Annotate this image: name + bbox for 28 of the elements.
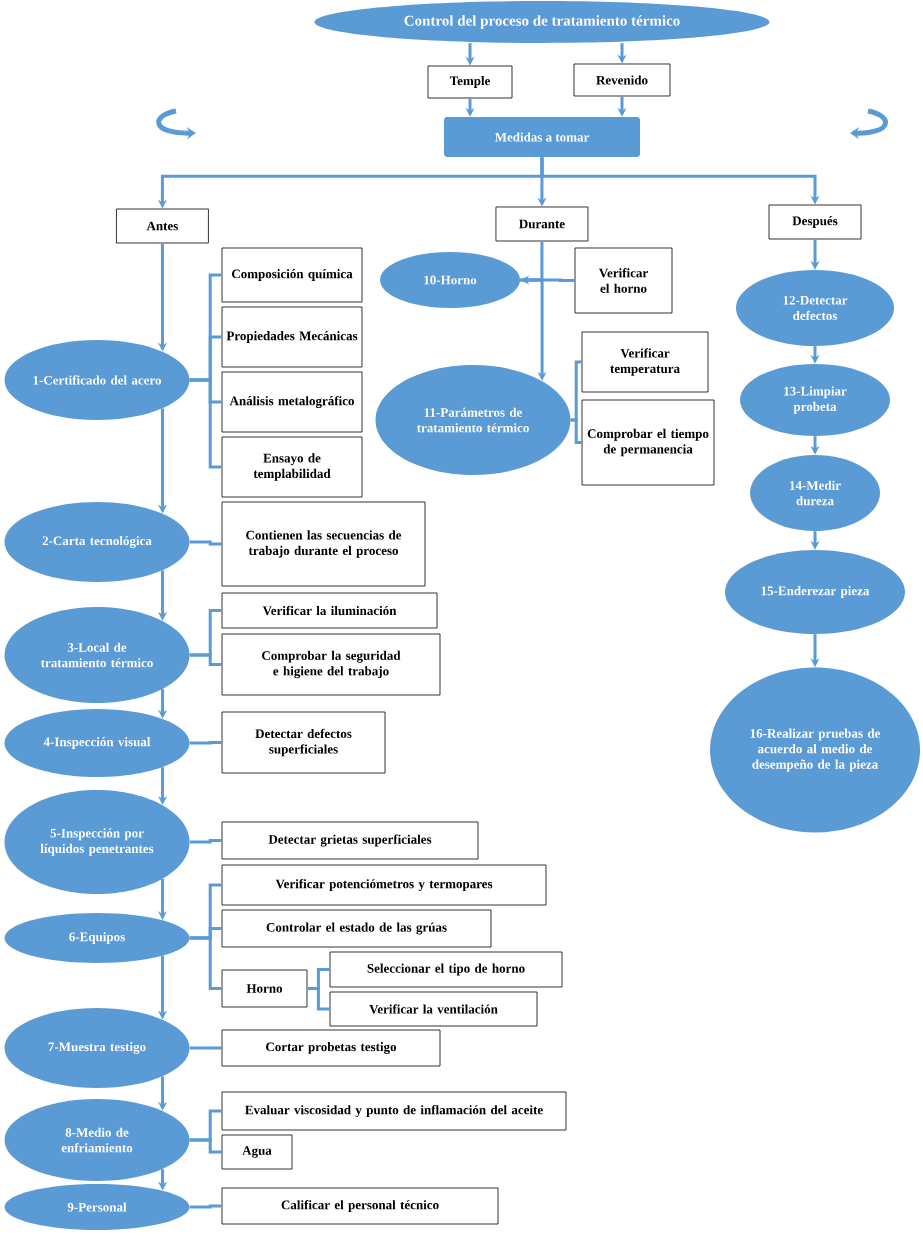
task-box: Cortar probetas testigo bbox=[221, 1029, 441, 1067]
connector-arrow bbox=[520, 278, 547, 381]
task-box: Detectar grietas superficiales bbox=[221, 821, 479, 860]
task-box: Horno bbox=[221, 969, 308, 1008]
task-box: Verificar potenciómetros y termopares bbox=[221, 864, 547, 906]
task-box: Verificar el horno bbox=[574, 247, 673, 314]
task-box: Verificar la ventilación bbox=[329, 991, 538, 1027]
task-box: Temple bbox=[427, 65, 513, 99]
task-box: Seleccionar el tipo de horno bbox=[329, 951, 563, 988]
task-box: Composición química bbox=[221, 247, 363, 303]
task-box: Verificar la iluminación bbox=[221, 592, 438, 629]
task-box: Después bbox=[768, 204, 862, 240]
header-box: Medidas a tomar bbox=[444, 117, 640, 157]
task-box: Antes bbox=[116, 208, 209, 244]
task-box: Calificar el personal técnico bbox=[221, 1187, 499, 1225]
task-box: Propiedades Mecánicas bbox=[221, 306, 363, 368]
task-box: Análisis metalográfico bbox=[221, 371, 363, 433]
task-box: Contienen las secuencias de trabajo durante el proceso bbox=[221, 501, 426, 587]
task-box: Detectar defectos superficiales bbox=[221, 711, 386, 774]
task-box: Durante bbox=[495, 206, 589, 242]
task-box: Evaluar viscosidad y punto de inflamación del aceite bbox=[221, 1091, 567, 1131]
task-box: Comprobar el tiempo de permanencia bbox=[581, 399, 715, 486]
task-box: Verificar temperatura bbox=[581, 331, 709, 393]
task-box: Controlar el estado de las grúas bbox=[221, 909, 492, 948]
task-box: Agua bbox=[221, 1134, 293, 1170]
task-box: Ensayo de templabilidad bbox=[221, 436, 363, 498]
task-box: Revenido bbox=[573, 63, 671, 97]
task-box: Comprobar la seguridad e higiene del trabajo bbox=[221, 633, 441, 696]
